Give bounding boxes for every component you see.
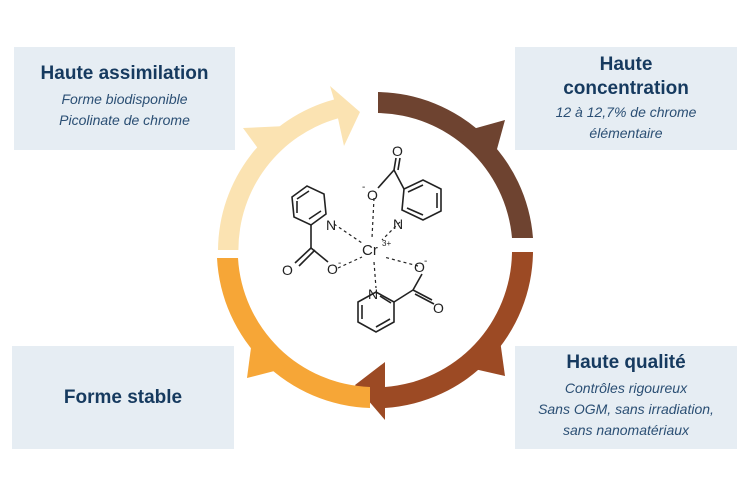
atom-o-top-anion: O: [367, 187, 378, 203]
card-haute-assimilation: Haute assimilation Forme biodisponible P…: [14, 47, 235, 150]
pyridine-ring-bottom: [357, 291, 395, 333]
card-title: Haute qualité: [566, 352, 686, 373]
arc-bottom-left: [217, 258, 370, 408]
arc-top-right: [378, 92, 533, 238]
card-title-line2: concentration: [563, 78, 689, 99]
card-line: Contrôles rigoureux: [564, 380, 688, 396]
card-haute-qualite: Haute qualité Contrôles rigoureux Sans O…: [515, 346, 737, 449]
pyridine-ring-left: [291, 185, 327, 226]
atom-o-bottom-anion-sign: -: [424, 256, 427, 267]
atom-n-top: N: [393, 216, 403, 232]
atom-o-top-carbonyl: O: [392, 143, 403, 159]
card-haute-concentration: Haute concentration 12 à 12,7% de chrome…: [515, 47, 737, 150]
arrowhead-top-left: [243, 126, 286, 154]
atom-n-bottom: N: [368, 286, 378, 302]
card-line: 12 à 12,7% de chrome: [555, 104, 697, 120]
arrowhead-bottom-right: [470, 340, 505, 376]
arc-top-left: [218, 86, 360, 250]
card-line: élémentaire: [589, 125, 663, 141]
atom-o-left-anion-sign: -: [338, 258, 341, 269]
card-forme-stable: Forme stable: [12, 346, 234, 449]
card-title: Forme stable: [63, 386, 183, 408]
card-line: sans nanomatériaux: [562, 422, 690, 438]
atom-cr: Cr: [362, 242, 378, 259]
card-line: Picolinate de chrome: [59, 112, 190, 128]
atom-o-bottom-anion: O: [414, 259, 425, 275]
card-title-line1: Haute: [599, 54, 653, 75]
arrowhead-bottom-left: [247, 340, 286, 378]
arrowhead-top-right: [462, 120, 505, 160]
atom-n-left: N: [326, 217, 336, 233]
atom-o-top-anion-sign: -: [362, 182, 365, 193]
card-line: Sans OGM, sans irradiation,: [538, 401, 714, 417]
atom-o-left-carbonyl: O: [282, 262, 293, 278]
arc-bottom-right: [355, 252, 533, 420]
atom-o-left-anion: O: [327, 261, 338, 277]
atom-cr-charge: 3+: [382, 239, 391, 248]
card-title: Haute assimilation: [40, 63, 209, 84]
atom-o-bottom-carbonyl: O: [433, 300, 444, 316]
card-line: Forme biodisponible: [61, 91, 188, 107]
chromium-picolinate-molecule: [291, 157, 442, 333]
